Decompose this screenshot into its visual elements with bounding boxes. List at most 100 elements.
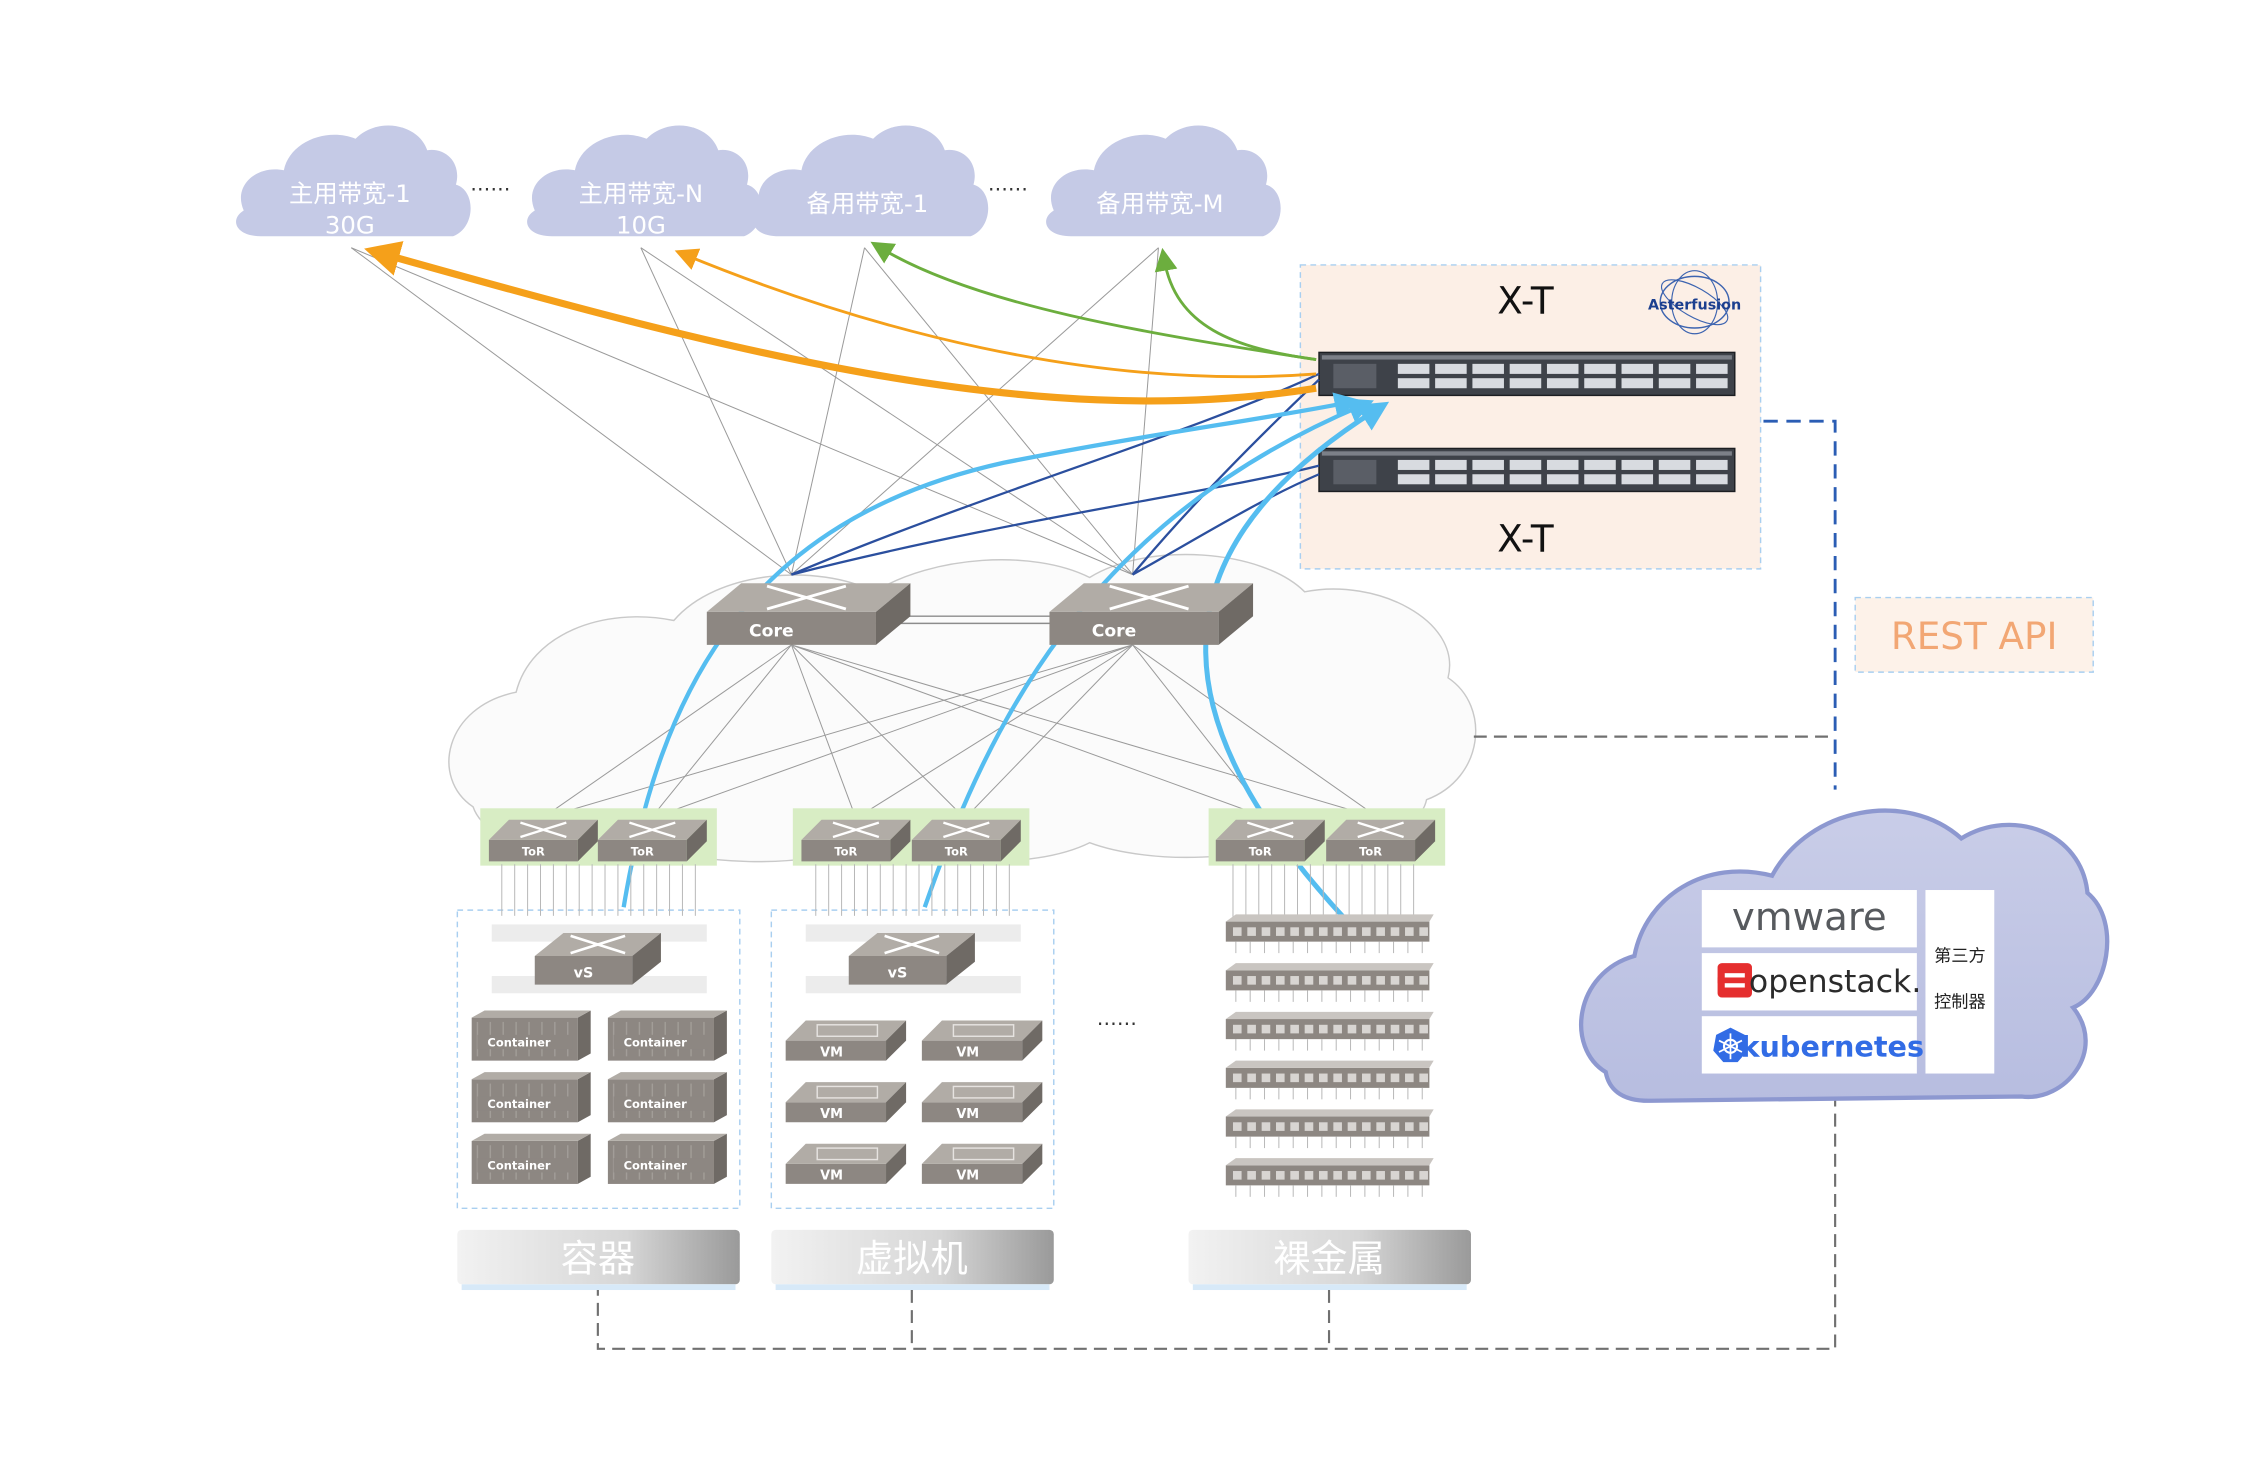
port: [1472, 459, 1504, 470]
ellipsis-backup: ……: [988, 171, 1028, 195]
category-baremetal-label: 裸金属: [1273, 1236, 1385, 1280]
vm-label: VM: [820, 1045, 843, 1060]
container-unit: Container: [471, 1133, 591, 1184]
vm-unit: VM: [785, 1020, 907, 1061]
category-container-label: 容器: [561, 1236, 636, 1280]
baremetal-server: [1225, 1158, 1434, 1197]
port: [1621, 459, 1654, 470]
mesh-link: [791, 644, 1380, 819]
container-unit: Container: [607, 1133, 727, 1184]
vm-unit: VM: [921, 1020, 1043, 1061]
port: [1397, 378, 1430, 389]
tor-switch-5: ToR: [1215, 819, 1325, 862]
baremetal-server: [1225, 1011, 1434, 1051]
core-switch-2: Core: [1049, 583, 1254, 645]
vm-label: VM: [820, 1169, 843, 1184]
ellipsis-primary: ……: [470, 171, 510, 195]
tor-switch-4: ToR: [911, 819, 1021, 862]
container-label: Container: [487, 1159, 550, 1173]
mesh-link: [790, 247, 866, 575]
tor-switch-label: ToR: [1249, 845, 1272, 859]
container-label: Container: [624, 1159, 687, 1173]
container-label: Container: [624, 1035, 687, 1049]
container-label: Container: [487, 1035, 550, 1049]
mesh-link: [541, 644, 792, 819]
bandwidth-cloud-1: 主用带宽-1 30G: [236, 125, 471, 239]
mesh-link: [1132, 644, 1380, 819]
kubernetes-logo: kubernetes: [1740, 1029, 1924, 1063]
ellipsis-hosts: ……: [1097, 1006, 1137, 1030]
tor-switch-label: ToR: [834, 845, 857, 859]
mesh-link: [650, 644, 792, 819]
container-unit: Container: [607, 1010, 727, 1061]
xt-switch-2: [1318, 447, 1736, 493]
core-switch-1: Core: [706, 583, 911, 645]
port: [1435, 474, 1467, 485]
port: [1472, 363, 1504, 374]
vswitch-2-label: vS: [888, 965, 908, 981]
port: [1509, 474, 1542, 485]
category-vm: 虚拟机: [771, 1229, 1054, 1291]
mesh-link: [791, 644, 966, 819]
port: [1397, 363, 1430, 374]
tor-switch-2: ToR: [597, 819, 707, 862]
mesh-link: [640, 247, 792, 575]
port: [1696, 474, 1728, 485]
port: [1584, 459, 1616, 470]
container-unit: Container: [471, 1072, 591, 1123]
vm-unit: VM: [921, 1082, 1043, 1123]
vm-label: VM: [956, 1107, 979, 1122]
category-baremetal: 裸金属: [1188, 1229, 1471, 1291]
port: [1621, 363, 1654, 374]
mesh-link: [650, 644, 1133, 819]
mesh-link: [351, 247, 1133, 576]
vswitch-1: vS: [491, 924, 707, 994]
mgmt-port: [1333, 363, 1377, 389]
port: [1546, 474, 1579, 485]
mesh-link: [855, 644, 1133, 819]
bandwidth-cloud-1-capacity: 30G: [325, 210, 375, 239]
vm-label: VM: [956, 1045, 979, 1060]
mesh-links: [350, 247, 1380, 819]
port: [1696, 363, 1728, 374]
bandwidth-cloud-n-label: 主用带宽-N: [579, 179, 703, 208]
vswitch-2: vS: [805, 924, 1021, 994]
vm-unit: VM: [785, 1082, 907, 1123]
port: [1621, 378, 1654, 389]
port: [1584, 474, 1616, 485]
bandwidth-cloud-1-label: 主用带宽-1: [289, 179, 411, 208]
backup-cloud-1: 备用带宽-1: [753, 125, 989, 237]
mesh-link: [964, 644, 1133, 819]
vswitch-1-label: vS: [574, 965, 594, 981]
xt-bottom-label: X-T: [1497, 517, 1554, 561]
port: [1435, 378, 1467, 389]
xt-switch-1: [1318, 351, 1736, 397]
backup-cloud-m: 备用带宽-M: [1046, 125, 1281, 237]
container-unit: Container: [471, 1010, 591, 1061]
port: [1621, 474, 1654, 485]
backup-cloud-m-label: 备用带宽-M: [1096, 189, 1223, 218]
bandwidth-cloud-n: 主用带宽-N 10G: [527, 125, 762, 239]
port: [1509, 363, 1542, 374]
management-lines: [596, 419, 1837, 1350]
tor-switch-label: ToR: [631, 845, 654, 859]
tor-switch-3: ToR: [801, 819, 911, 862]
baremetal-server: [1225, 963, 1434, 1002]
mesh-link: [791, 247, 1159, 575]
port: [1435, 363, 1467, 374]
vmware-logo: vmware: [1732, 895, 1887, 940]
port: [1435, 459, 1467, 470]
backup-cloud-1-label: 备用带宽-1: [807, 189, 929, 218]
bandwidth-cloud-n-capacity: 10G: [616, 210, 666, 239]
controller-cloud: vmware openstack. kubernetes 第三方 控制器: [1579, 808, 2110, 1103]
container-label: Container: [624, 1097, 687, 1111]
port: [1397, 474, 1430, 485]
vm-label: VM: [820, 1107, 843, 1122]
rest-api-box: REST API: [1854, 596, 2094, 673]
mesh-link: [791, 644, 1269, 819]
baremetal-server: [1225, 914, 1434, 954]
port: [1696, 378, 1728, 389]
mesh-link: [350, 247, 792, 576]
category-vm-label: 虚拟机: [856, 1236, 968, 1280]
